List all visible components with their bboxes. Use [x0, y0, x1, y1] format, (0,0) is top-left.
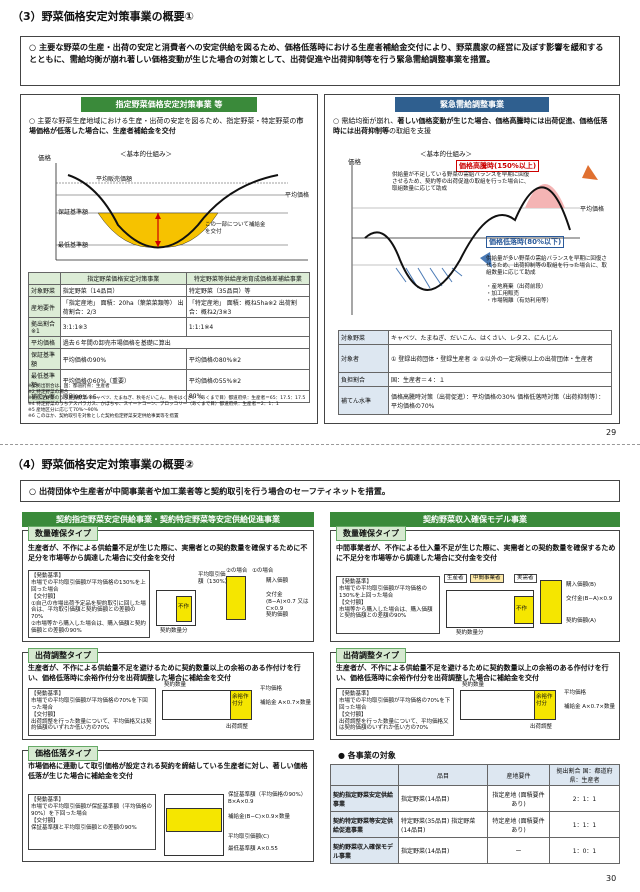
left-price-type-text: 市場価格に連動して取引価格が設定される契約を締結している生産者に対し、著しい価格… — [28, 762, 308, 780]
lbl-r-contract-price: 契約価額(A) — [566, 618, 597, 624]
low-price-label: 価格低落時(80%以下) — [486, 236, 565, 248]
lbl-r-adjust: 出荷調整 — [530, 724, 553, 730]
panel-emergency-adjustment: 緊急需給調整事業 ○ 需給均衡が崩れ、著しい価格変動が生じた場合、価格高騰時には… — [324, 94, 620, 424]
designated-table: 指定野菜価格安定対策事業特定野菜等供給産地育成価格差補給事業 対象野菜指定野菜（… — [28, 272, 311, 403]
lbl-subsidy: 補給金 A×0.7×数量 — [260, 700, 311, 706]
target-title: ● 各事業の対象 — [338, 751, 396, 760]
left-shipment-type-text: 生産者が、不作による供給量不足を避けるために契約数量以上の余裕のある作付けを行い… — [28, 664, 301, 682]
section-title-1: （3）野菜価格安定対策事業の概要① — [12, 10, 194, 23]
low-price-note: 供給量が多い野菜の需給バランスを早期に回復させるため、出荷抑制等の取組を行った場… — [486, 256, 607, 276]
lbl-adjust: 出荷調整 — [226, 724, 249, 730]
left-quantity-type — [22, 530, 314, 642]
contract-banner-right: 契約野菜収入確保モデル事業 — [330, 512, 620, 527]
lbl-minimum: 最低基準額 A×0.55 — [228, 846, 278, 852]
panel-banner: 指定野菜価格安定対策事業 等 — [81, 97, 257, 112]
lbl-purchase: 購入価額 — [266, 578, 289, 584]
flow-intermediary: 中間事業者 — [470, 574, 504, 583]
lbl-r-contract-volume: 契約数量分 — [456, 630, 484, 636]
price-type-box — [164, 794, 224, 856]
right-shipment-type-text: 生産者が、不作による供給量不足を避けるために契約数量以上の余裕のある作付けを行い… — [336, 664, 609, 682]
lbl-crop-failure: 不作 — [178, 604, 190, 610]
avg-sales-label: 平均販売価額 — [96, 176, 133, 183]
lbl-avg-130: 平均取引価額（130%） — [198, 572, 231, 585]
left-quantity-type-text: 生産者が、不作による供給量不足が生じた際に、実需者との契約数量を確保するために不… — [28, 544, 308, 562]
mechanism-label: ＜基本的仕組み＞ — [120, 150, 172, 158]
low-price-list: ・産地廃棄（出荷前段） ・加工用販売 ・市場隔離（有効利用等） — [486, 284, 553, 304]
grant-box — [226, 576, 246, 620]
left-shipment-type-title: 出荷調整タイプ — [28, 648, 98, 663]
avg-price-label: 平均価格 — [580, 206, 605, 213]
shortfall-box — [176, 596, 192, 622]
lbl-r-crop-failure: 不作 — [516, 606, 528, 612]
emergency-curve-diagram — [351, 165, 598, 315]
lbl-avg-trade: 平均取引価額(C) — [228, 834, 270, 840]
mechanism-label: ＜基本的仕組み＞ — [420, 150, 472, 158]
lbl-contract-volume: 契約数量分 — [160, 628, 188, 634]
left-quantity-type-title: 数量確保タイプ — [28, 526, 98, 541]
high-price-label: 価格高騰時(150%以上) — [456, 160, 540, 172]
left-price-type-title: 価格低落タイプ — [28, 746, 98, 761]
guarantee-label: 保証基準額 — [58, 209, 89, 216]
lbl-contract-price: 契約価額 — [266, 612, 289, 618]
r-shortfall-box — [514, 596, 534, 624]
surplus-box — [230, 690, 252, 720]
left-shipment-type — [22, 652, 314, 740]
lbl-contract-qty: 契約数量 — [164, 682, 187, 688]
lbl-price-subsidy: 補給金(B−C)×0.9×数量 — [228, 814, 290, 820]
lbl-surplus: 余裕作付分 — [232, 694, 249, 707]
left-quantity-type-criteria: 【発動基準】市場での平均取引価額が平均価格の130%を上回った場合【交付額】①自… — [28, 570, 150, 638]
section-title-2: （4）野菜価格安定対策事業の概要② — [12, 458, 194, 471]
panel-description: ○ 需給均衡が崩れ、著しい価格変動が生じた場合、価格高騰時には出荷促進、価格低落… — [333, 117, 608, 136]
right-shipment-type-criteria: 【発動基準】市場での平均取引価額が平均価格の70%を下回った場合【交付額】出荷調… — [336, 688, 454, 736]
minimum-label: 最低基準額 — [58, 242, 89, 249]
page-divider — [0, 444, 640, 445]
lbl-grant: 交付金(B−A)×0.7 又はC×0.9 — [266, 592, 309, 612]
left-price-type — [22, 750, 314, 862]
table-notes: ※1 拠出割合は、国：都道府県：生産者 ※2 特定野菜の場合 ※3 指定野菜のう… — [28, 384, 306, 419]
lbl-r-purchase: 購入価額(B) — [566, 582, 597, 588]
right-quantity-type-criteria: 【発動基準】市場での平均取引価額が平均価格の130%を上回った場合【交付額】市場… — [336, 576, 440, 634]
lbl-r-avg-price: 平均価格 — [564, 690, 587, 696]
r-surplus-box — [534, 690, 556, 720]
lbl-avg-price: 平均価格 — [260, 686, 283, 692]
left-shipment-type-criteria: 【発動基準】市場での平均取引価額が平均価格の70%を下回った場合【交付額】出荷調… — [28, 688, 156, 736]
panel-description: ○ 主要な野菜生産地域における生産・出荷の安定を図るため、指定野菜・特定野菜の市… — [29, 117, 304, 136]
target-table: 品目産地要件拠出割合 国：都道府県：生産者 契約指定野菜安定供給事業指定野菜(1… — [330, 764, 620, 864]
right-quantity-type-text: 中間事業者が、不作による仕入量不足が生じた際に、実需者との契約数量を確保するため… — [336, 544, 616, 562]
lbl-case1: ①の場合 — [252, 568, 274, 574]
left-price-type-criteria: 【発動基準】市場での平均取引価額が保証基準額（平均価格の90%）を下回った場合【… — [28, 794, 156, 850]
page-number-30: 30 — [606, 874, 617, 883]
right-quantity-type-title: 数量確保タイプ — [336, 526, 406, 541]
lbl-case2: ②の場合 — [226, 568, 248, 574]
price-curve-diagram — [55, 163, 308, 261]
lbl-r-contract-qty: 契約数量 — [462, 682, 485, 688]
lead-box-2: ○ 出荷団体や生産者が中間事業者や加工業者等と契約取引を行う場合のセーフティネッ… — [20, 480, 620, 502]
high-price-note: 供給量が不足している野菜の需給バランスを早期に回復させるため、契約等の出荷促進の… — [392, 172, 530, 192]
flow-buyer: 実需者 — [514, 574, 537, 583]
gap-label: この一部について補給金を交付 — [205, 222, 266, 235]
right-shipment-type-title: 出荷調整タイプ — [336, 648, 406, 663]
lbl-r-subsidy: 補給金 A×0.7×数量 — [564, 704, 615, 710]
page-number-29: 29 — [606, 428, 617, 437]
right-quantity-type — [330, 530, 620, 642]
panel-designated-vegetable: 指定野菜価格安定対策事業 等 ○ 主要な野菜生産地域における生産・出荷の安定を図… — [20, 94, 318, 424]
lead-box-1: ○ 主要な野菜の生産・出荷の安定と消費者への安定供給を図るため、価格低落時におけ… — [20, 36, 620, 86]
lbl-r-surplus: 余裕作付分 — [536, 694, 553, 707]
flow-producer: 生産者 — [444, 574, 467, 583]
contract-banner-left: 契約指定野菜安定供給事業・契約特定野菜等安定供給促進事業 — [22, 512, 314, 527]
avg-price-label: 平均価格 — [285, 192, 310, 199]
contract-volume-box — [156, 590, 196, 626]
lbl-guarantee: 保証基準額（平均価格の90%）B×A×0.9 — [228, 792, 307, 805]
price-subsidy-box — [166, 808, 222, 832]
lbl-r-grant: 交付金(B−A)×0.9 — [566, 596, 613, 602]
panel-banner: 緊急需給調整事業 — [395, 97, 549, 112]
right-shipment-type — [330, 652, 620, 740]
y-axis-label: 価格 — [38, 154, 51, 162]
r-grant-box — [540, 580, 562, 624]
y-axis-label: 価格 — [348, 158, 361, 166]
